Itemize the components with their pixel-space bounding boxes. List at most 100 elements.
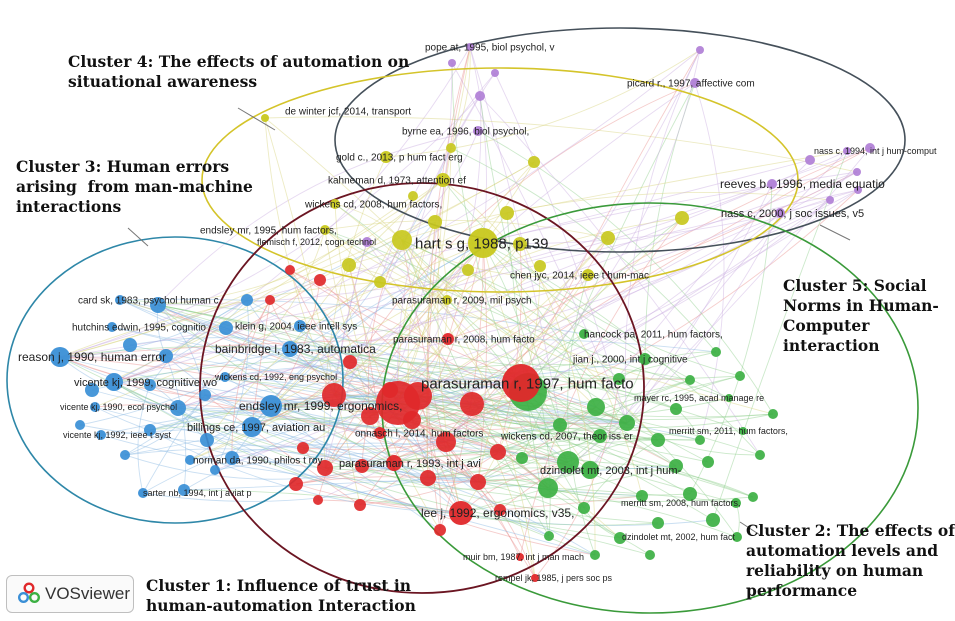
cluster-4-node[interactable] — [428, 215, 442, 229]
cluster-1-node[interactable] — [314, 274, 326, 286]
cluster-3-node[interactable] — [219, 321, 233, 335]
cluster-1-node[interactable] — [297, 442, 309, 454]
node-19[interactable] — [90, 402, 100, 412]
node-21[interactable] — [282, 341, 298, 357]
node-23[interactable] — [260, 395, 282, 417]
cluster-2-node[interactable] — [544, 531, 554, 541]
cluster-2-node[interactable] — [587, 398, 605, 416]
cluster-1-node[interactable] — [354, 499, 366, 511]
cluster-5-node[interactable] — [854, 186, 862, 194]
node-26[interactable] — [138, 488, 148, 498]
cluster-5-node[interactable] — [826, 196, 834, 204]
node-4[interactable] — [767, 179, 777, 189]
cluster-4-node[interactable] — [462, 264, 474, 276]
cluster-1-node[interactable] — [460, 392, 484, 416]
cluster-2-node[interactable] — [685, 375, 695, 385]
cluster-3-node[interactable] — [200, 433, 214, 447]
cluster-1-node[interactable] — [355, 459, 369, 473]
cluster-1-node[interactable] — [361, 407, 379, 425]
cluster-1-node[interactable] — [420, 470, 436, 486]
node-14[interactable] — [442, 295, 452, 305]
cluster-2-node[interactable] — [768, 409, 778, 419]
cluster-2-node[interactable] — [702, 456, 714, 468]
node-7[interactable] — [261, 114, 269, 122]
cluster-2-node[interactable] — [578, 502, 590, 514]
node-35[interactable] — [579, 329, 589, 339]
cluster-1-node[interactable] — [322, 383, 346, 407]
cluster-3-node[interactable] — [178, 484, 190, 496]
cluster-4-node[interactable] — [601, 231, 615, 245]
node-32[interactable] — [449, 501, 473, 525]
cluster-2-node[interactable] — [695, 435, 705, 445]
cluster-3-node[interactable] — [199, 389, 211, 401]
cluster-2-node[interactable] — [538, 478, 558, 498]
cluster-4-node[interactable] — [446, 143, 456, 153]
cluster-2-node[interactable] — [645, 550, 655, 560]
cluster-2-node[interactable] — [669, 459, 683, 473]
cluster-1-node[interactable] — [404, 382, 432, 410]
cluster-1-node[interactable] — [343, 355, 357, 369]
node-30[interactable] — [374, 427, 386, 439]
cluster-4-node[interactable] — [675, 211, 689, 225]
node-18[interactable] — [105, 373, 123, 391]
node-9[interactable] — [436, 173, 450, 187]
cluster-1-node[interactable] — [436, 432, 456, 452]
cluster-2-node[interactable] — [670, 403, 682, 415]
cluster-2-node[interactable] — [619, 415, 635, 431]
cluster-3-node[interactable] — [120, 450, 130, 460]
node-38[interactable] — [739, 427, 747, 435]
node-16[interactable] — [107, 322, 117, 332]
cluster-1-node[interactable] — [403, 411, 421, 429]
node-3[interactable] — [843, 147, 851, 155]
cluster-5-node[interactable] — [491, 69, 499, 77]
cluster-4-node[interactable] — [374, 276, 386, 288]
cluster-1-node[interactable] — [490, 444, 506, 460]
node-6[interactable] — [362, 237, 372, 247]
node-27[interactable] — [294, 320, 306, 332]
node-28[interactable] — [442, 333, 454, 345]
cluster-1-node[interactable] — [265, 295, 275, 305]
cluster-3-node[interactable] — [210, 465, 220, 475]
node-12[interactable] — [468, 228, 498, 258]
cluster-4-node[interactable] — [534, 260, 546, 272]
cluster-4-node[interactable] — [500, 206, 514, 220]
cluster-2-node[interactable] — [748, 492, 758, 502]
node-25[interactable] — [185, 455, 195, 465]
cluster-1-node[interactable] — [285, 265, 295, 275]
cluster-1-node[interactable] — [494, 504, 506, 516]
cluster-2-node[interactable] — [711, 347, 721, 357]
node-11[interactable] — [320, 225, 330, 235]
cluster-2-node[interactable] — [516, 452, 528, 464]
cluster-1-node[interactable] — [313, 495, 323, 505]
node-10[interactable] — [330, 199, 340, 209]
cluster-2-node[interactable] — [614, 532, 626, 544]
node-36[interactable] — [639, 353, 651, 365]
cluster-1-node[interactable] — [434, 524, 446, 536]
node-41[interactable] — [731, 498, 741, 508]
node-33[interactable] — [516, 553, 524, 561]
cluster-2-node[interactable] — [651, 433, 665, 447]
cluster-3-node[interactable] — [159, 349, 173, 363]
cluster-2-node[interactable] — [553, 418, 567, 432]
node-39[interactable] — [593, 429, 607, 443]
cluster-2-node[interactable] — [590, 550, 600, 560]
cluster-2-node[interactable] — [613, 373, 625, 385]
cluster-3-node[interactable] — [144, 379, 156, 391]
cluster-1-node[interactable] — [289, 477, 303, 491]
cluster-3-node[interactable] — [144, 424, 156, 436]
cluster-5-node[interactable] — [805, 155, 815, 165]
cluster-2-node[interactable] — [683, 487, 697, 501]
cluster-2-node[interactable] — [735, 371, 745, 381]
cluster-4-node[interactable] — [342, 258, 356, 272]
cluster-2-node[interactable] — [706, 513, 720, 527]
node-31[interactable] — [386, 455, 402, 471]
node-0[interactable] — [466, 43, 474, 51]
cluster-3-node[interactable] — [85, 383, 99, 397]
cluster-5-node[interactable] — [865, 143, 875, 153]
cluster-1-node[interactable] — [382, 382, 398, 398]
cluster-3-node[interactable] — [75, 420, 85, 430]
cluster-5-node[interactable] — [475, 91, 485, 101]
node-22[interactable] — [220, 372, 230, 382]
node-8[interactable] — [380, 151, 392, 163]
node-1[interactable] — [690, 78, 700, 88]
